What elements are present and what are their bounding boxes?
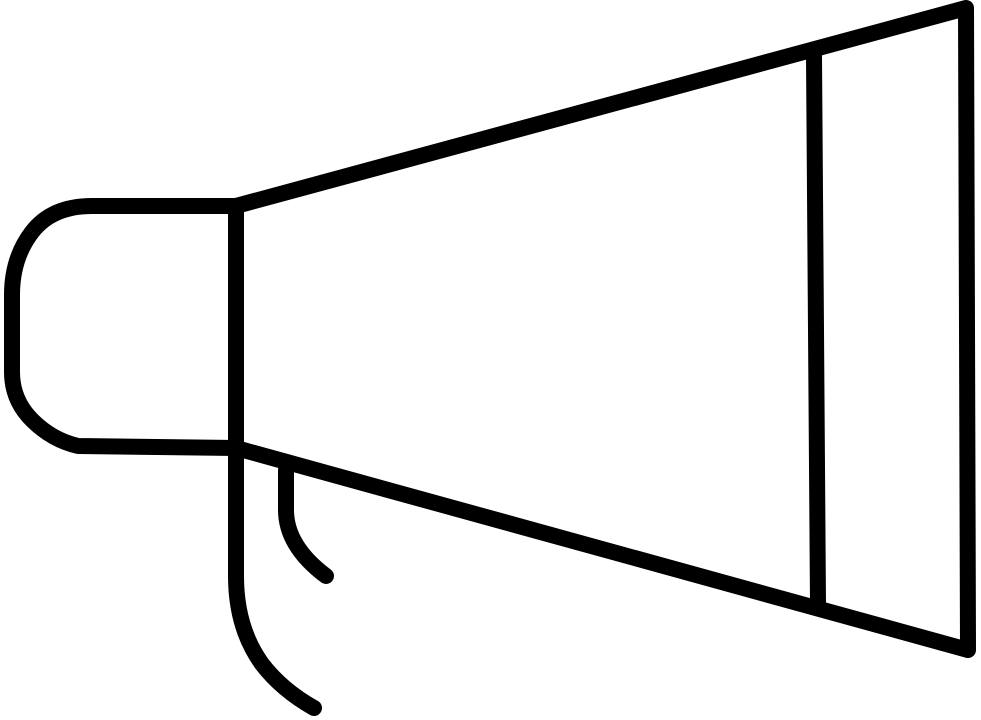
megaphone-handle-inner (278, 462, 334, 584)
megaphone-bell-rim (806, 48, 826, 612)
megaphone-mouthpiece (4, 198, 244, 456)
megaphone-horn-body (228, 0, 976, 658)
megaphone-handle-outer (228, 440, 322, 716)
